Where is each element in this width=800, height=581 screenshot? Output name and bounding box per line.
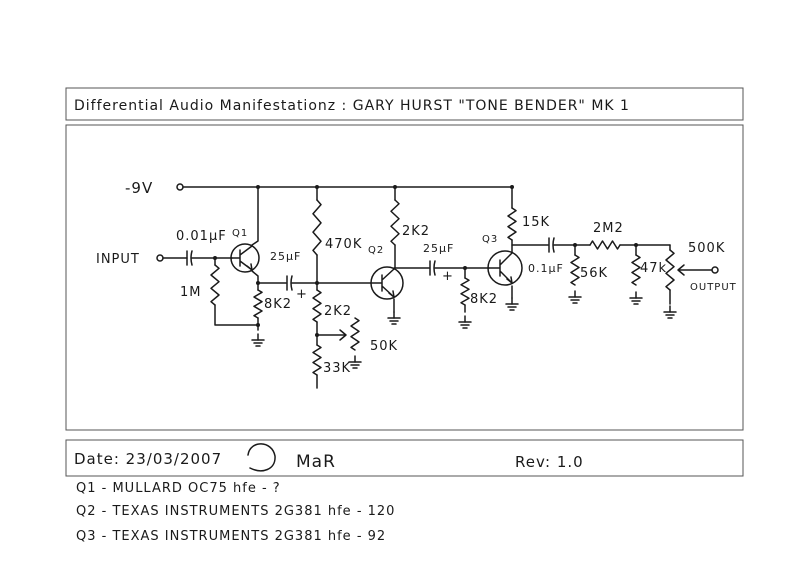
c2-plus: +	[296, 287, 308, 302]
r-56k-resistor	[570, 254, 580, 286]
c1-capacitor	[186, 250, 193, 266]
q1-transistor-symbol	[230, 245, 253, 271]
r-470k-label: 470K	[325, 237, 362, 252]
c2-capacitor	[286, 275, 293, 291]
q3-transistor-symbol	[487, 252, 513, 284]
r-56k-label: 56K	[580, 266, 608, 281]
r-47k-label: 47k	[640, 261, 667, 276]
supply-terminal	[176, 183, 184, 191]
r-2m2-label: 2M2	[593, 221, 624, 236]
wire	[251, 270, 259, 291]
schematic-box	[65, 124, 744, 431]
c3-plus: +	[442, 269, 454, 284]
r-8k2-q3-resistor	[460, 277, 470, 306]
q2-ground-icon	[387, 317, 401, 325]
c3-label: 25µF	[423, 242, 454, 255]
r-33k-resistor	[312, 344, 322, 376]
note-q3: Q3 - TEXAS INSTRUMENTS 2G381 hfe - 92	[76, 529, 386, 544]
q3-label: Q3	[482, 234, 498, 245]
q1-ground-icon	[251, 339, 265, 347]
pot-500k-wiper-arrow	[677, 264, 713, 276]
c2-label: 25µF	[270, 250, 301, 263]
r-8k2-ground-icon	[458, 321, 472, 329]
signature-mark	[247, 443, 276, 472]
rev-text: Rev: 1.0	[515, 453, 584, 471]
r-8k2-q1-resistor	[253, 289, 263, 319]
junction-dot	[510, 185, 514, 189]
output-label: OUTPUT	[690, 282, 737, 293]
pot-500k-resistor	[665, 249, 675, 291]
q2-transistor-symbol	[370, 268, 395, 298]
pot-50k-wiper-arrow	[316, 329, 347, 341]
supply-label: -9V	[125, 179, 153, 197]
footer-box	[65, 439, 744, 477]
r-56k-ground-icon	[568, 296, 582, 304]
note-q2: Q2 - TEXAS INSTRUMENTS 2G381 hfe - 120	[76, 504, 395, 519]
title-box	[65, 87, 744, 121]
r-1m-label: 1M	[180, 285, 202, 300]
r-47k-resistor	[631, 254, 641, 286]
pot-500k-ground-icon	[663, 311, 677, 319]
wire	[214, 304, 259, 326]
note-q1: Q1 - MULLARD OC75 hfe - ?	[76, 481, 281, 496]
pot-50k-ground-icon	[348, 361, 362, 369]
r-2k2-q2-resistor	[390, 199, 400, 246]
input-terminal	[156, 254, 164, 262]
pot-50k-resistor	[350, 317, 360, 351]
r-8k2-q1-label: 8K2	[264, 297, 292, 312]
r-33k-label: 33K	[323, 361, 351, 376]
r-15k-label: 15K	[522, 215, 550, 230]
r-15k-resistor	[507, 207, 517, 241]
circuit-wires	[156, 183, 719, 389]
r-2k2-q2-label: 2K2	[402, 224, 430, 239]
r-470k-resistor	[312, 199, 322, 256]
c4-capacitor	[548, 237, 555, 253]
c3-capacitor	[429, 260, 436, 276]
q2-label: Q2	[368, 245, 384, 256]
input-label: INPUT	[96, 252, 140, 267]
r-2k2-bias-resistor	[312, 289, 322, 323]
pot-50k-label: 50K	[370, 339, 398, 354]
wire	[251, 186, 259, 246]
pot-500k-label: 500K	[688, 241, 725, 256]
sheet-title: Differential Audio Manifestationz : GARY…	[74, 98, 630, 114]
r-2k2-bias-label: 2K2	[324, 304, 352, 319]
date-text: Date: 23/03/2007	[74, 450, 222, 468]
r-2m2-resistor	[589, 240, 621, 250]
c1-label: 0.01µF	[176, 229, 227, 244]
q1-label: Q1	[232, 228, 248, 239]
output-terminal	[711, 266, 719, 274]
signature: MaR	[296, 452, 336, 472]
c4-label: 0.1µF	[528, 262, 564, 275]
r-1m-resistor	[210, 264, 220, 306]
r-8k2-q3-label: 8K2	[470, 292, 498, 307]
r-47k-ground-icon	[629, 297, 643, 305]
q3-ground-icon	[505, 303, 519, 311]
